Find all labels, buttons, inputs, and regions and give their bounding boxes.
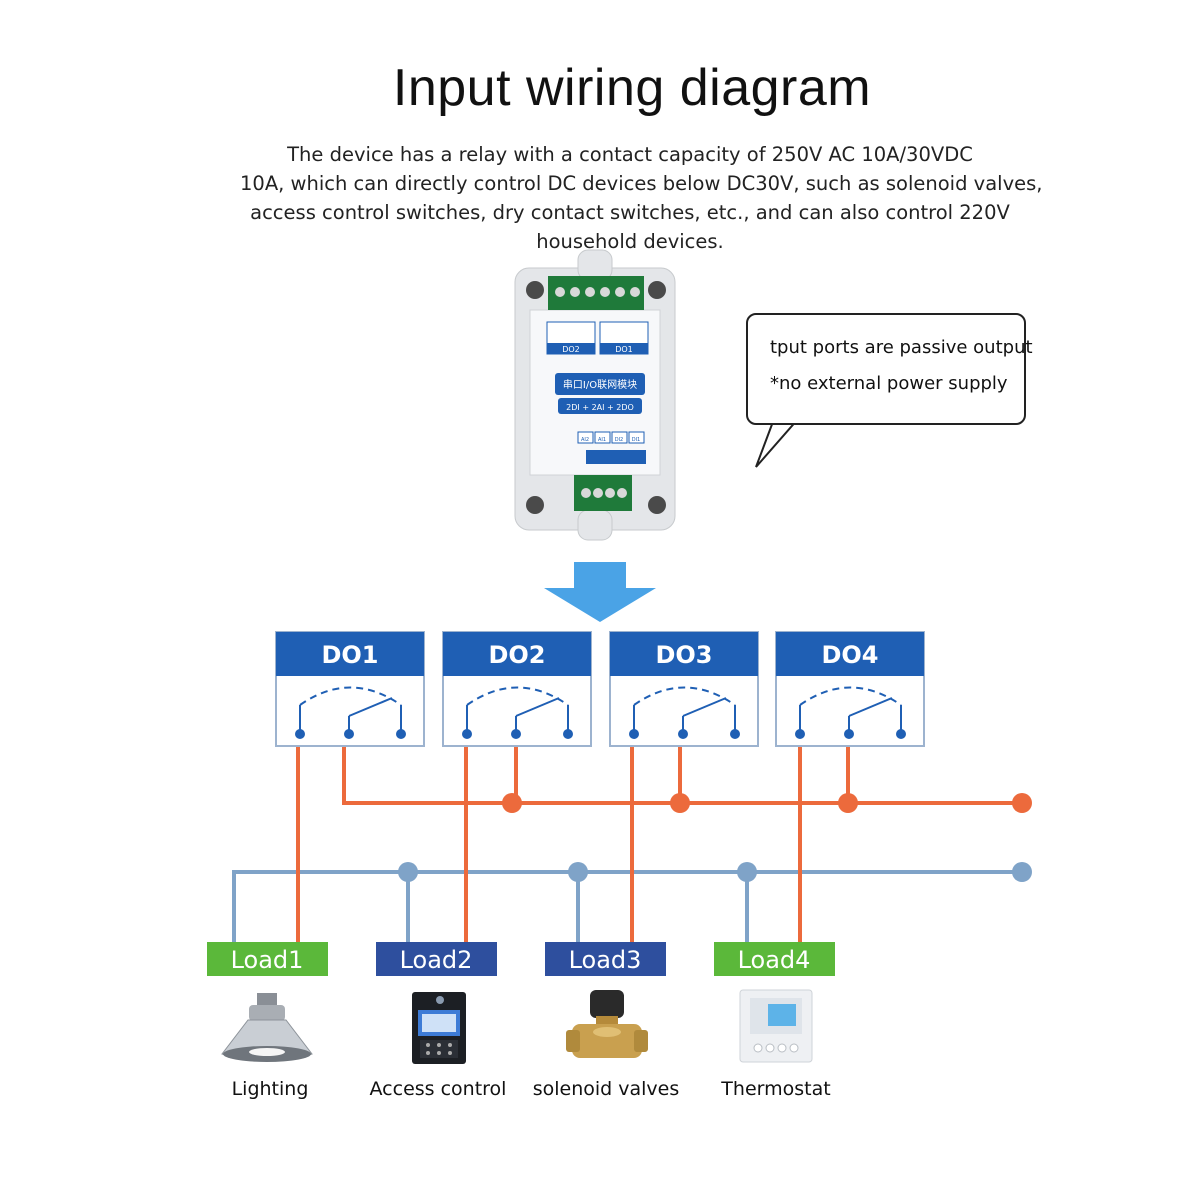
wires	[232, 738, 1022, 945]
load-label-3: Load3	[545, 942, 666, 976]
port-label: DI1	[632, 437, 641, 443]
channel-label: DO3	[655, 641, 712, 669]
module-name-label: 串口I/O联网模块	[563, 379, 637, 391]
channel-do3: DO3	[609, 631, 759, 747]
description-line: access control switches, dry contact swi…	[250, 201, 1010, 224]
module-spec-label: 2DI + 2AI + 2DO	[566, 403, 634, 412]
description: The device has a relay with a contact ca…	[240, 140, 1043, 256]
description-line: household devices.	[536, 230, 724, 253]
description-line: The device has a relay with a contact ca…	[287, 143, 973, 166]
callout-tail	[755, 419, 800, 468]
load-label-4: Load4	[714, 942, 835, 976]
channel-label: DO2	[488, 641, 545, 669]
load-caption: Thermostat	[721, 1078, 831, 1100]
channel-do2: DO2	[442, 631, 592, 747]
relay-label: DO1	[615, 345, 633, 354]
channel-label: DO4	[821, 641, 878, 669]
channel-do4: DO4	[775, 631, 925, 747]
page-title: Input wiring diagram	[392, 59, 872, 117]
channel-do1: DO1	[275, 631, 425, 747]
lighting-icon	[221, 993, 313, 1062]
solenoid-valve-icon	[566, 990, 648, 1058]
load-caption: Lighting	[231, 1078, 309, 1100]
port-label: AI2	[581, 437, 589, 443]
load-label-text: Load3	[569, 946, 642, 974]
load-label-text: Load4	[738, 946, 811, 974]
relay-label: DO2	[562, 345, 580, 354]
callout-line: *no external power supply	[770, 373, 1008, 394]
io-module-device: DO2 DO1 串口I/O联网模块 2DI + 2AI + 2DO AI2 AI…	[514, 249, 676, 541]
description-line: 10A, which can directly control DC devic…	[240, 172, 1043, 195]
down-arrow-icon	[544, 562, 656, 622]
callout-line: tput ports are passive output	[770, 337, 1033, 358]
load-label-text: Load1	[231, 946, 304, 974]
port-label: DI2	[615, 437, 624, 443]
load-label-1: Load1	[207, 942, 328, 976]
access-control-icon	[412, 992, 466, 1064]
junction-dots	[398, 793, 1032, 882]
thermostat-icon	[739, 989, 813, 1063]
load-caption: Access control	[369, 1078, 507, 1100]
channel-label: DO1	[321, 641, 378, 669]
load-caption: solenoid valves	[532, 1078, 680, 1100]
callout-bubble: tput ports are passive output *no extern…	[746, 313, 1033, 425]
load-label-text: Load2	[400, 946, 473, 974]
port-label: AI1	[598, 437, 606, 443]
load-label-2: Load2	[376, 942, 497, 976]
